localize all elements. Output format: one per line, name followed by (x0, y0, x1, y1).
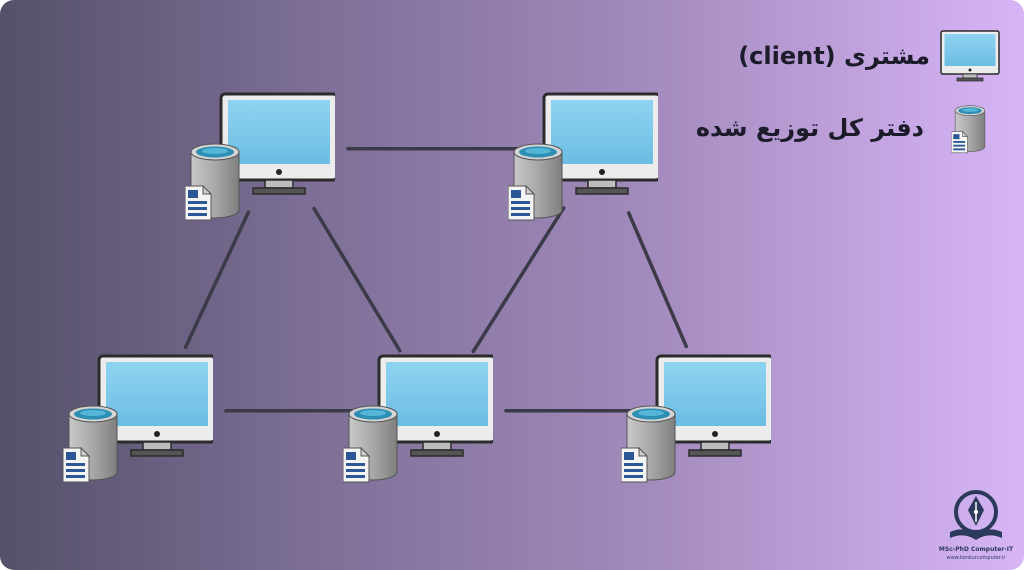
network-node (621, 354, 771, 489)
database-document-icon (343, 405, 398, 483)
database-document-icon (63, 405, 118, 483)
pen-book-icon (950, 490, 1002, 540)
database-document-icon (508, 143, 563, 221)
legend-client: مشتری (client) (738, 30, 1000, 82)
logo-title: MSc-PhD Computer-IT (938, 546, 1014, 553)
connection-line (312, 206, 402, 353)
logo-url: www.konkurcomputer.ir (946, 555, 1006, 561)
database-document-icon (621, 405, 676, 483)
legend-client-label: مشتری (client) (738, 42, 930, 70)
connection-line (183, 210, 251, 349)
legend-ledger-label: دفتر کل توزیع شده (695, 114, 924, 142)
connection-line (471, 206, 566, 354)
brand-logo: MSc-PhD Computer-IT www.konkurcomputer.i… (936, 488, 1016, 566)
database-document-icon (950, 102, 990, 154)
network-node (508, 92, 658, 227)
monitor-icon (940, 30, 1000, 82)
network-node (185, 92, 335, 227)
legend-ledger: دفتر کل توزیع شده (696, 102, 990, 154)
connection-line (626, 211, 689, 349)
network-node (343, 354, 493, 489)
network-node (63, 354, 213, 489)
database-document-icon (185, 143, 240, 221)
